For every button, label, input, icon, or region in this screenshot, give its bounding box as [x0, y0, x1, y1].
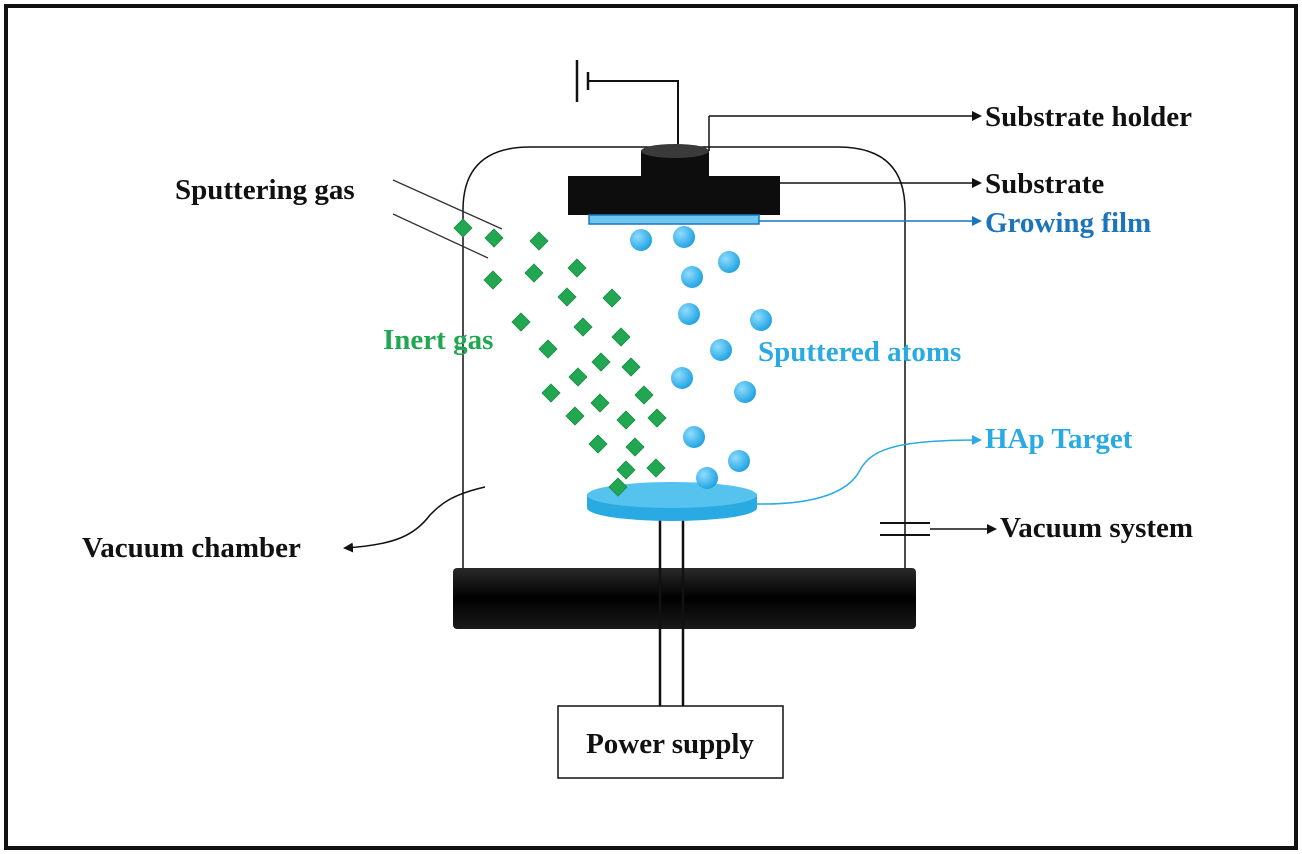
chamber-base-plate [453, 568, 916, 629]
sputtered-atom-particles [630, 226, 772, 489]
substrate-holder-label: Substrate holder [985, 101, 1192, 133]
inert-gas-particle [524, 263, 544, 283]
inert-gas-particle [511, 312, 531, 332]
sputtered-atom [671, 367, 693, 389]
sputtered-atom [750, 309, 772, 331]
inert-gas-particle [484, 228, 504, 248]
inert-gas-particle [565, 406, 585, 426]
hap-target-arrow [756, 435, 982, 505]
inert-gas-particle [602, 288, 622, 308]
inert-gas-particle [590, 393, 610, 413]
sputtered-atom [696, 467, 718, 489]
inert-gas-particle [538, 339, 558, 359]
vacuum-chamber-label: Vacuum chamber [82, 532, 301, 564]
inert-gas-label: Inert gas [383, 324, 493, 356]
sputtered-atom [678, 303, 700, 325]
growing-film-label: Growing film [985, 207, 1151, 239]
inert-gas-particle [625, 437, 645, 457]
sputtered-atom [718, 251, 740, 273]
growing-film [588, 214, 760, 225]
inert-gas-particle [616, 410, 636, 430]
inert-gas-particle [557, 287, 577, 307]
sputtering-gas-inlet [392, 179, 503, 259]
inert-gas-particle [541, 383, 561, 403]
hap-target-label: HAp Target [985, 423, 1133, 455]
inert-gas-particle [608, 477, 628, 497]
hap-target [587, 482, 757, 521]
inert-gas-particle [483, 270, 503, 290]
power-supply-wires [658, 520, 685, 706]
inert-gas-particle [621, 357, 641, 377]
substrate [568, 176, 780, 215]
sputtered-atom [734, 381, 756, 403]
vacuum-system-label: Vacuum system [1000, 512, 1193, 544]
inert-gas-particle [453, 218, 473, 238]
inert-gas-particle [567, 258, 587, 278]
inert-gas-particle [568, 367, 588, 387]
vacuum-system-port [880, 522, 930, 536]
inert-gas-particle [573, 317, 593, 337]
sputtered-atom [683, 426, 705, 448]
inert-gas-particle [646, 458, 666, 478]
sputtered-atoms-label: Sputtered atoms [758, 336, 961, 368]
substrate-label: Substrate [985, 168, 1104, 200]
outer-frame [4, 4, 1298, 850]
inert-gas-particles [453, 218, 667, 497]
sputtered-atom [728, 450, 750, 472]
sputtered-atom [630, 229, 652, 251]
inert-gas-particle [591, 352, 611, 372]
inert-gas-particle [611, 327, 631, 347]
inert-gas-particle [529, 231, 549, 251]
power-supply-label: Power supply [586, 728, 754, 760]
vacuum-chamber-arrow [343, 486, 486, 553]
sputtering-gas-label: Sputtering gas [175, 174, 355, 206]
sputtered-atom [673, 226, 695, 248]
inert-gas-particle [616, 460, 636, 480]
sputtered-atom [710, 339, 732, 361]
sputtered-atom [681, 266, 703, 288]
ground-connection [575, 60, 679, 155]
inert-gas-particle [647, 408, 667, 428]
power-supply-box [557, 705, 784, 779]
inert-gas-particle [588, 434, 608, 454]
inert-gas-particle [634, 385, 654, 405]
